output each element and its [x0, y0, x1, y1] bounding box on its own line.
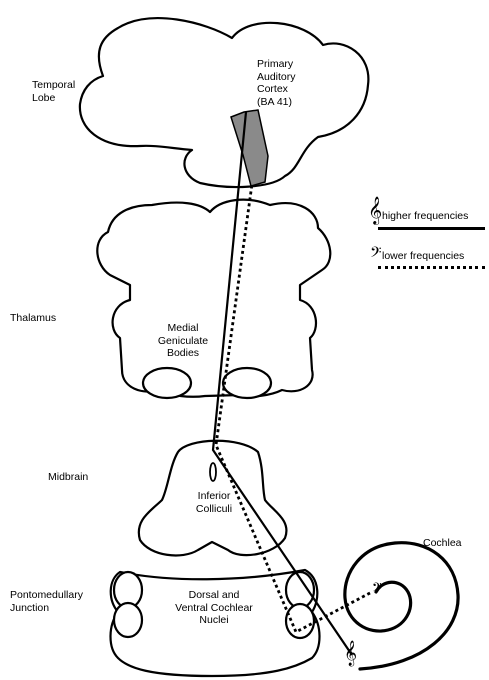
thalamus-shape [97, 200, 330, 397]
legend-higher-label: higher frequencies [382, 210, 468, 222]
cochlea-spiral [345, 543, 458, 669]
cochlea-treble-clef-icon: 𝄞 [344, 643, 357, 665]
midbrain-label: Midbrain [48, 471, 88, 484]
left-medial-geniculate-body [143, 368, 191, 398]
cochlea-bass-clef-icon: 𝄢 [372, 582, 382, 597]
right-medial-geniculate-body [223, 368, 271, 398]
inferior-colliculi-label: Inferior Colliculi [186, 490, 242, 515]
cochlear-nuclei-label: Dorsal and Ventral Cochlear Nuclei [166, 589, 262, 627]
pontomedullary-junction-label: Pontomedullary Junction [10, 589, 83, 614]
bass-clef-icon: 𝄢 [370, 246, 382, 264]
thalamus-label: Thalamus [10, 312, 56, 325]
inferior-colliculus-mark [210, 463, 216, 481]
primary-auditory-cortex-label: Primary Auditory Cortex (BA 41) [257, 58, 296, 108]
cochlea-label: Cochlea [423, 537, 462, 550]
legend-dotted-line [378, 266, 485, 269]
legend-lower-label: lower frequencies [382, 250, 464, 262]
treble-clef-icon: 𝄞 [368, 198, 382, 222]
temporal-lobe-shape [80, 18, 369, 187]
temporal-lobe-label: Temporal Lobe [32, 79, 75, 104]
legend-solid-line [378, 227, 485, 230]
medial-geniculate-bodies-label: Medial Geniculate Bodies [150, 322, 216, 360]
left-lower-nucleus [114, 603, 142, 637]
